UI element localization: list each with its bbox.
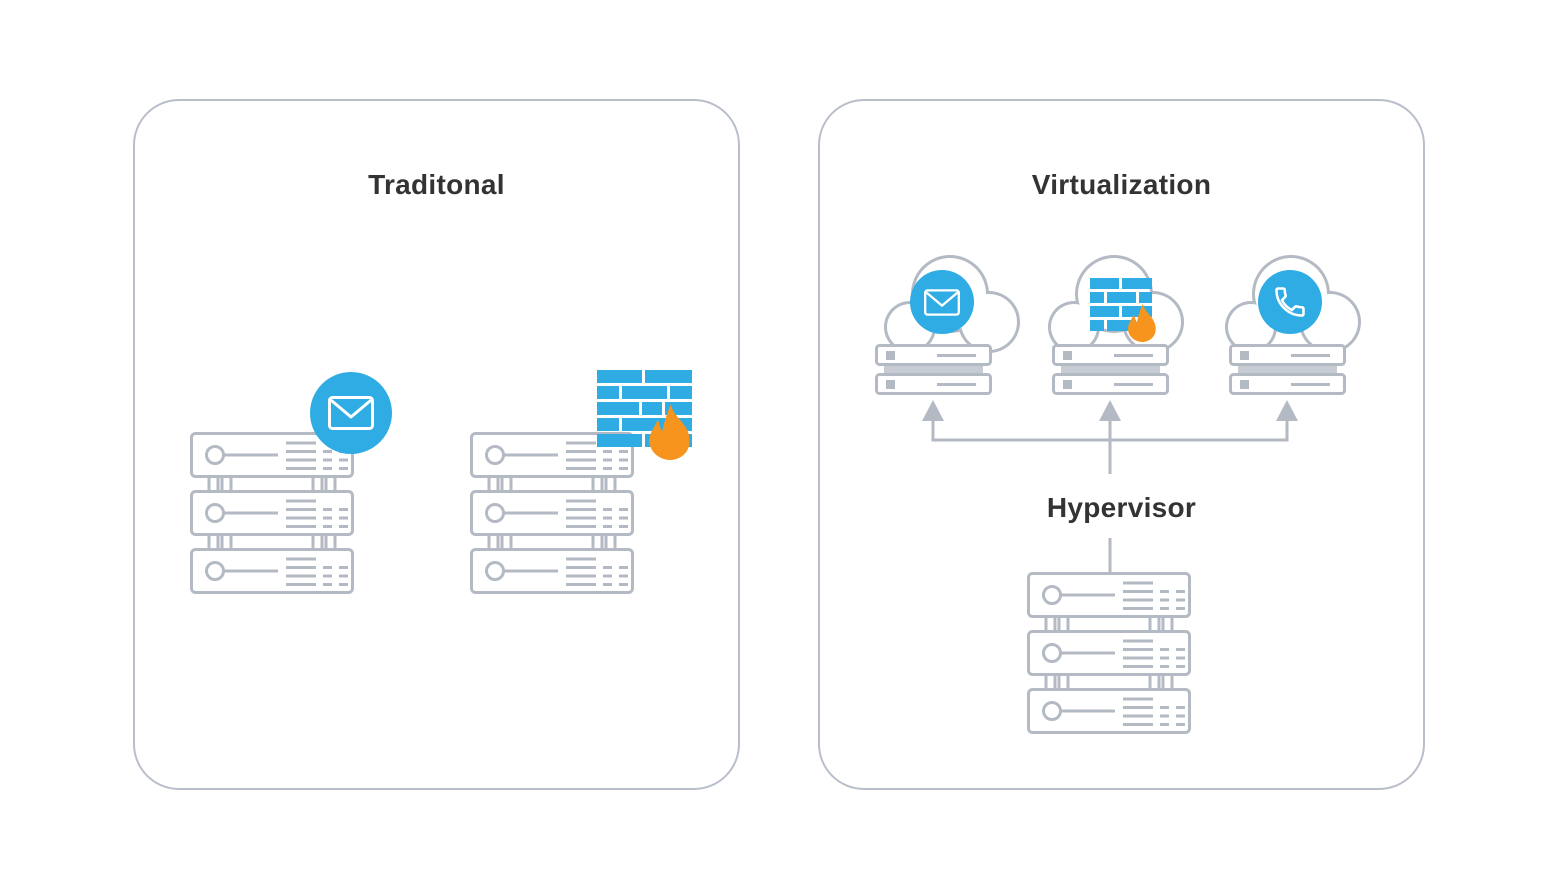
server-stack xyxy=(1027,572,1191,734)
cloud-icon xyxy=(877,247,1027,362)
up-arrow xyxy=(1099,400,1121,421)
up-arrow xyxy=(1276,400,1298,421)
traditional-title: Traditonal xyxy=(368,169,505,200)
email-icon xyxy=(310,372,392,454)
cloud-icon xyxy=(1218,247,1368,362)
traditional-panel: Traditonal xyxy=(133,99,740,790)
server-stack xyxy=(190,432,354,594)
hypervisor-label: Hypervisor xyxy=(1046,492,1197,523)
virtualization-title: Virtualization xyxy=(1031,169,1212,200)
firewall-icon xyxy=(597,370,692,460)
virtualization-panel: Virtualization xyxy=(818,99,1425,790)
email-icon xyxy=(910,270,974,334)
hypervisor-connector-arrows xyxy=(922,400,1298,573)
up-arrow xyxy=(922,400,944,421)
phone-icon xyxy=(1258,270,1322,334)
